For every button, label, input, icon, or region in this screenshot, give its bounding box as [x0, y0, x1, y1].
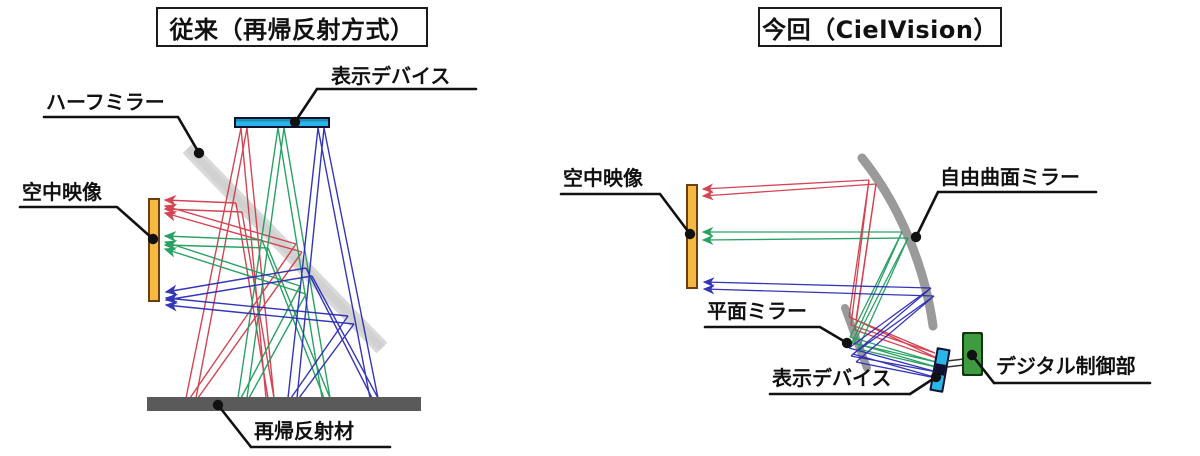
- label-display-device-right: 表示デバイス: [772, 366, 892, 390]
- leader-lines-left: [18, 87, 478, 449]
- half-mirror-band: [182, 142, 388, 354]
- display-device-bar-right: [929, 347, 951, 393]
- label-aerial-image-left: 空中映像: [22, 180, 102, 204]
- label-aerial-image-right: 空中映像: [563, 166, 643, 190]
- display-device-bar-left: [234, 117, 330, 128]
- label-flat-mirror: 平面ミラー: [707, 299, 807, 323]
- ray-bundle-red-left: [163, 127, 303, 399]
- panel-title-left: 従来（再帰反射方式）: [156, 7, 428, 47]
- panel-title-right: 今回（CielVision）: [758, 7, 1002, 47]
- label-display-device-left: 表示デバイス: [331, 64, 451, 88]
- ray-bundle-blue-right: [702, 277, 942, 380]
- freeform-mirror-arc: [857, 153, 938, 331]
- ray-bundle-red-right: [701, 179, 940, 360]
- aerial-image-bar-left: [148, 198, 160, 302]
- label-half-mirror: ハーフミラー: [46, 90, 165, 114]
- leader-lines-right: [559, 190, 1152, 396]
- control-connector: [946, 358, 965, 368]
- ray-bundle-blue-left: [164, 127, 379, 399]
- label-digital-control: デジタル制御部: [996, 354, 1136, 378]
- label-freeform-mirror: 自由曲面ミラー: [940, 165, 1080, 189]
- ray-bundle-green-right: [701, 226, 941, 369]
- label-retroreflector: 再帰反射材: [254, 419, 354, 443]
